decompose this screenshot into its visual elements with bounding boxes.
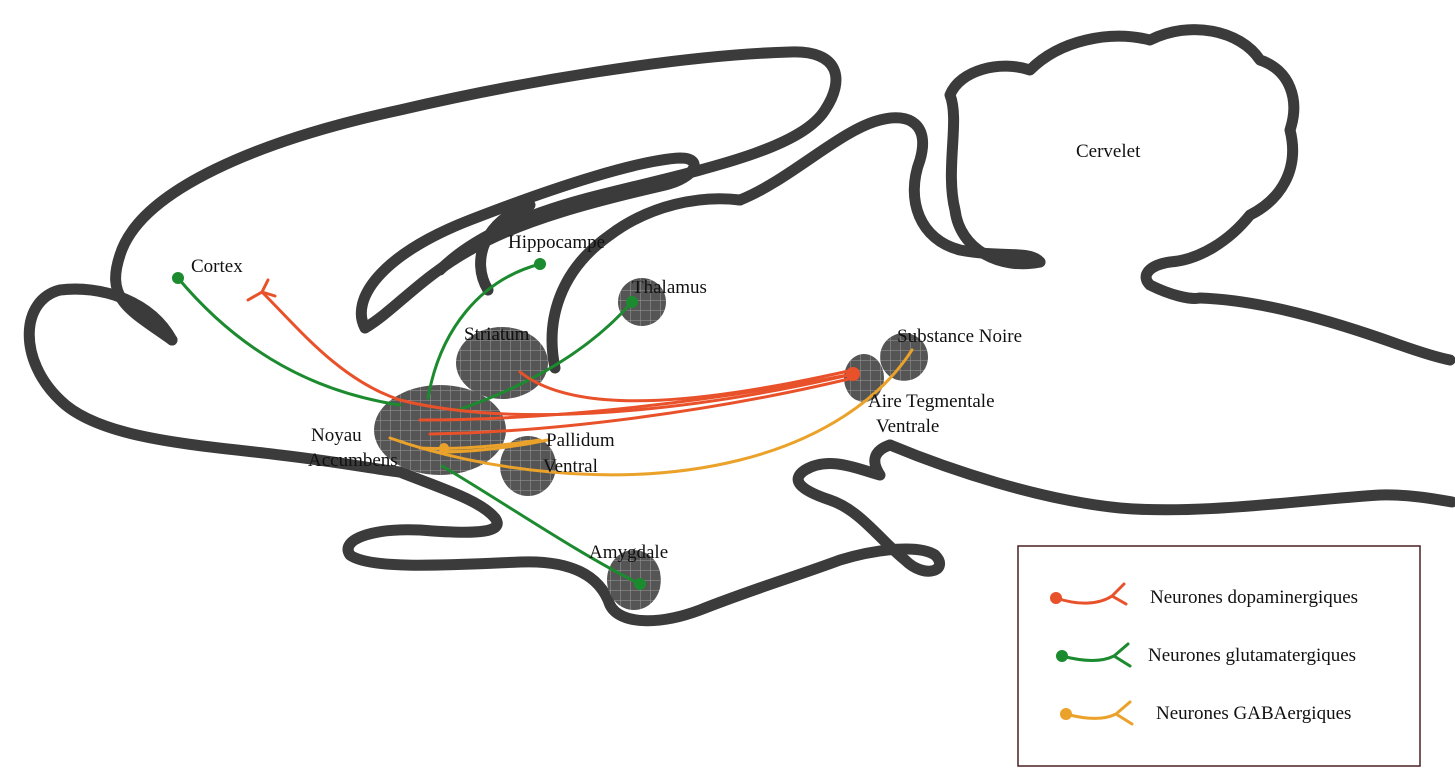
- dopamine-vta-nac-1: [418, 372, 855, 422]
- label-amygdale: Amygdale: [589, 542, 668, 563]
- legend-item-glutamatergic: Neurones glutamatergiques: [1056, 642, 1356, 668]
- glutamate-cortex-nac: [176, 276, 402, 407]
- gaba-nac-soma: [439, 443, 449, 453]
- glutamate-cortex-soma: [172, 272, 184, 284]
- gaba-pallidum-nac: [438, 438, 550, 454]
- inner-arch-outline: [355, 152, 700, 334]
- glutamate-thalamus-nac: [456, 300, 634, 412]
- legend-item-dopaminergic: Neurones dopaminergiques: [1050, 582, 1358, 608]
- gaba-nac-pallidum: [418, 438, 542, 451]
- brainstem-lower-outline: [884, 439, 1455, 516]
- legend-label-gabaergic: Neurones GABAergiques: [1156, 703, 1351, 724]
- substance-noire-nucleus: [880, 333, 928, 381]
- dopaminergic-symbol-icon: [1054, 582, 1128, 606]
- thalamus-nucleus: [618, 278, 666, 326]
- label-cervelet: Cervelet: [1076, 141, 1141, 162]
- noyau-accumbens-nucleus: [374, 385, 506, 475]
- glutamate-hippocampe-nac: [426, 262, 542, 400]
- legend: Neurones dopaminergiques Neurones glutam…: [1017, 545, 1421, 767]
- dopaminergic-soma-icon: [1050, 592, 1062, 604]
- dopamine-vta-nac-2: [428, 376, 855, 436]
- label-hippocampe: Hippocampe: [508, 232, 605, 253]
- label-aire-tegmentale-2: Ventrale: [876, 416, 939, 437]
- legend-label-dopaminergic: Neurones dopaminergiques: [1150, 587, 1358, 608]
- pathways: [172, 258, 914, 590]
- gabaergic-symbol-icon: [1064, 700, 1134, 726]
- label-cortex: Cortex: [191, 256, 243, 277]
- ventral-outline: [342, 466, 945, 627]
- glutamate-hippocampe-soma: [534, 258, 546, 270]
- label-thalamus: Thalamus: [632, 277, 707, 298]
- brainstem-upper-outline: [1194, 292, 1455, 366]
- cortex-outline: [110, 46, 842, 346]
- label-substance-noire: Substance Noire: [897, 326, 1022, 347]
- olfactory-outline: [23, 283, 406, 478]
- legend-item-gabaergic: Neurones GABAergiques: [1060, 700, 1351, 726]
- glutamate-thalamus-soma: [626, 296, 638, 308]
- pallidum-ventral-nucleus: [500, 436, 556, 496]
- label-aire-tegmentale-1: Aire Tegmentale: [868, 391, 995, 412]
- gaba-nac-vta: [388, 348, 914, 477]
- aire-tegmentale-nucleus: [844, 354, 884, 402]
- glutamate-amygdale-nac: [440, 464, 642, 586]
- dopamine-vta-soma: [846, 367, 860, 381]
- midbrain-lower-outline: [792, 439, 911, 566]
- hippocampus-outline: [546, 193, 746, 374]
- glutamatergic-soma-icon: [1056, 650, 1068, 662]
- dopamine-vta-cortex: [260, 290, 855, 417]
- label-noyau-2: Accumbens: [308, 450, 398, 471]
- glutamatergic-symbol-icon: [1060, 642, 1132, 668]
- label-noyau-1: Noyau: [311, 425, 362, 446]
- glutamate-amygdale-soma: [634, 578, 646, 590]
- label-pallidum-1: Pallidum: [546, 430, 615, 451]
- dopamine-sn-striatum: [518, 368, 855, 403]
- brain-outline: [23, 24, 1455, 627]
- legend-label-glutamatergic: Neurones glutamatergiques: [1148, 645, 1356, 666]
- region-labels: Cervelet Cortex Hippocampe Thalamus Stri…: [191, 141, 1141, 563]
- hippocampus-inner-outline: [475, 199, 536, 296]
- gabaergic-soma-icon: [1060, 708, 1072, 720]
- label-pallidum-2: Ventral: [543, 456, 598, 477]
- legend-box: [1017, 545, 1421, 767]
- cerebellum-outline: [944, 24, 1300, 304]
- label-striatum: Striatum: [464, 324, 530, 345]
- dopamine-cortex-terminal: [246, 278, 277, 302]
